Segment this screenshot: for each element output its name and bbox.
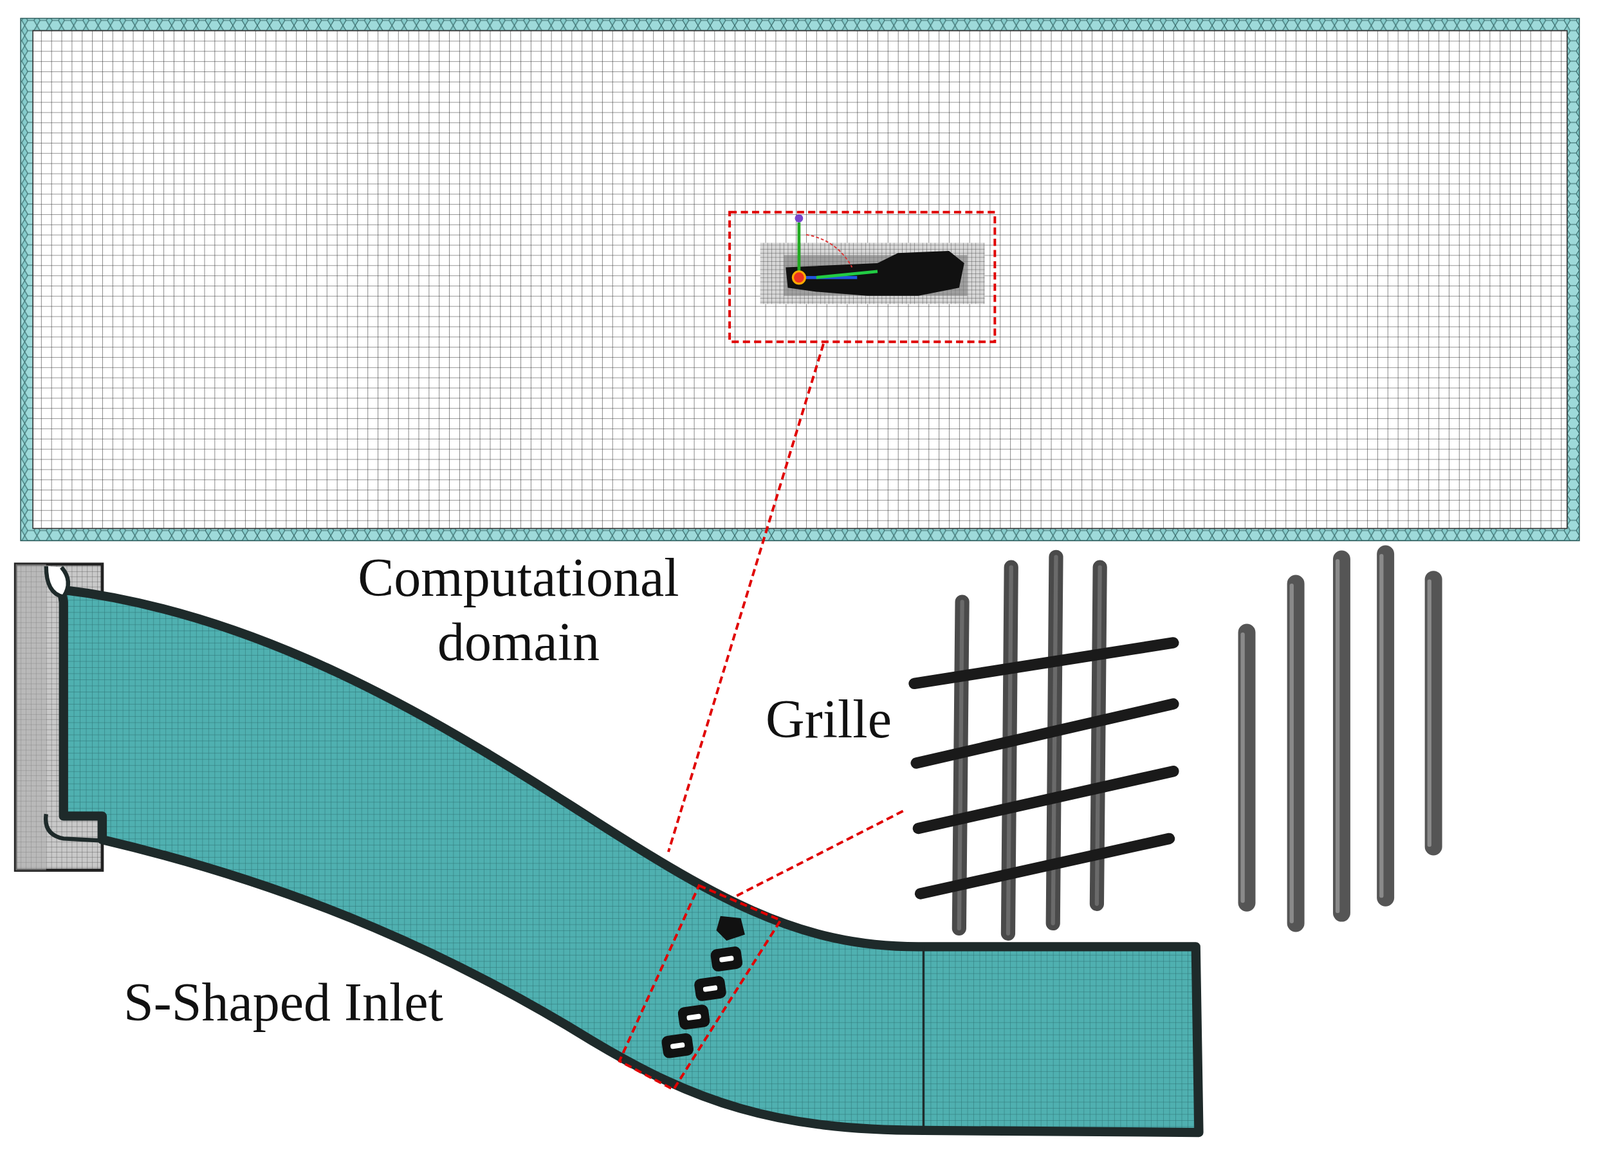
- illustration-part: [719, 955, 735, 963]
- plenum-far: [15, 564, 47, 871]
- axis-origin: [792, 271, 805, 284]
- illustration-part: [918, 771, 1173, 829]
- grille-label: Grille: [765, 687, 892, 752]
- zoom-box: [729, 212, 995, 342]
- illustration-part: [1335, 560, 1340, 911]
- illustration-part: [916, 703, 1174, 764]
- axis-y: [816, 271, 878, 278]
- illustration-part: [677, 1003, 711, 1030]
- inlet-lip-bottom: [45, 813, 103, 841]
- illustration-part: [670, 1042, 686, 1050]
- grille-zoom-box: [619, 885, 782, 1090]
- illustration-part: [709, 945, 744, 973]
- inlet-duct: [61, 589, 1200, 1133]
- illustration-part: [1427, 581, 1432, 845]
- illustration-part: [686, 1013, 702, 1021]
- section-line: [922, 946, 925, 1130]
- grille-lattice: [914, 557, 1174, 934]
- aircraft-body: [785, 250, 964, 296]
- grille-top-blob: [716, 916, 745, 941]
- illustration-part: [1238, 632, 1256, 903]
- illustration-part: [1376, 553, 1395, 898]
- zoom-leader: [668, 343, 824, 852]
- illustration-part: [693, 975, 727, 1002]
- illustration-part: [709, 945, 744, 973]
- inlet-lip-top: [46, 566, 69, 598]
- illustration-part: [660, 1032, 695, 1059]
- domain-boundary-cells: [20, 18, 1580, 542]
- illustration-part: [1289, 585, 1294, 922]
- illustration-part: [920, 838, 1170, 894]
- grille-bars: [1242, 553, 1435, 924]
- illustration-part: [1287, 583, 1305, 924]
- domain-mesh: [32, 30, 1568, 529]
- illustration-part: [1379, 555, 1384, 896]
- grille-leader: [736, 811, 903, 897]
- illustration-part: [660, 1032, 695, 1059]
- grille-section: [660, 945, 744, 1059]
- illustration-part: [693, 975, 727, 1002]
- illustration-part: [914, 642, 1174, 684]
- illustration-part: [702, 984, 718, 993]
- domain-label: Computational domain: [325, 545, 712, 675]
- inlet-label: S-Shaped Inlet: [123, 970, 444, 1035]
- illustration-part: [677, 1003, 711, 1030]
- illustration-part: [1240, 634, 1245, 901]
- illustration-part: [1333, 559, 1351, 913]
- axis-arc: [806, 234, 852, 268]
- refined-mesh: [760, 242, 985, 304]
- axis-z-tip: [795, 214, 804, 223]
- illustration-part: [1425, 579, 1443, 847]
- axis-z: [797, 222, 801, 278]
